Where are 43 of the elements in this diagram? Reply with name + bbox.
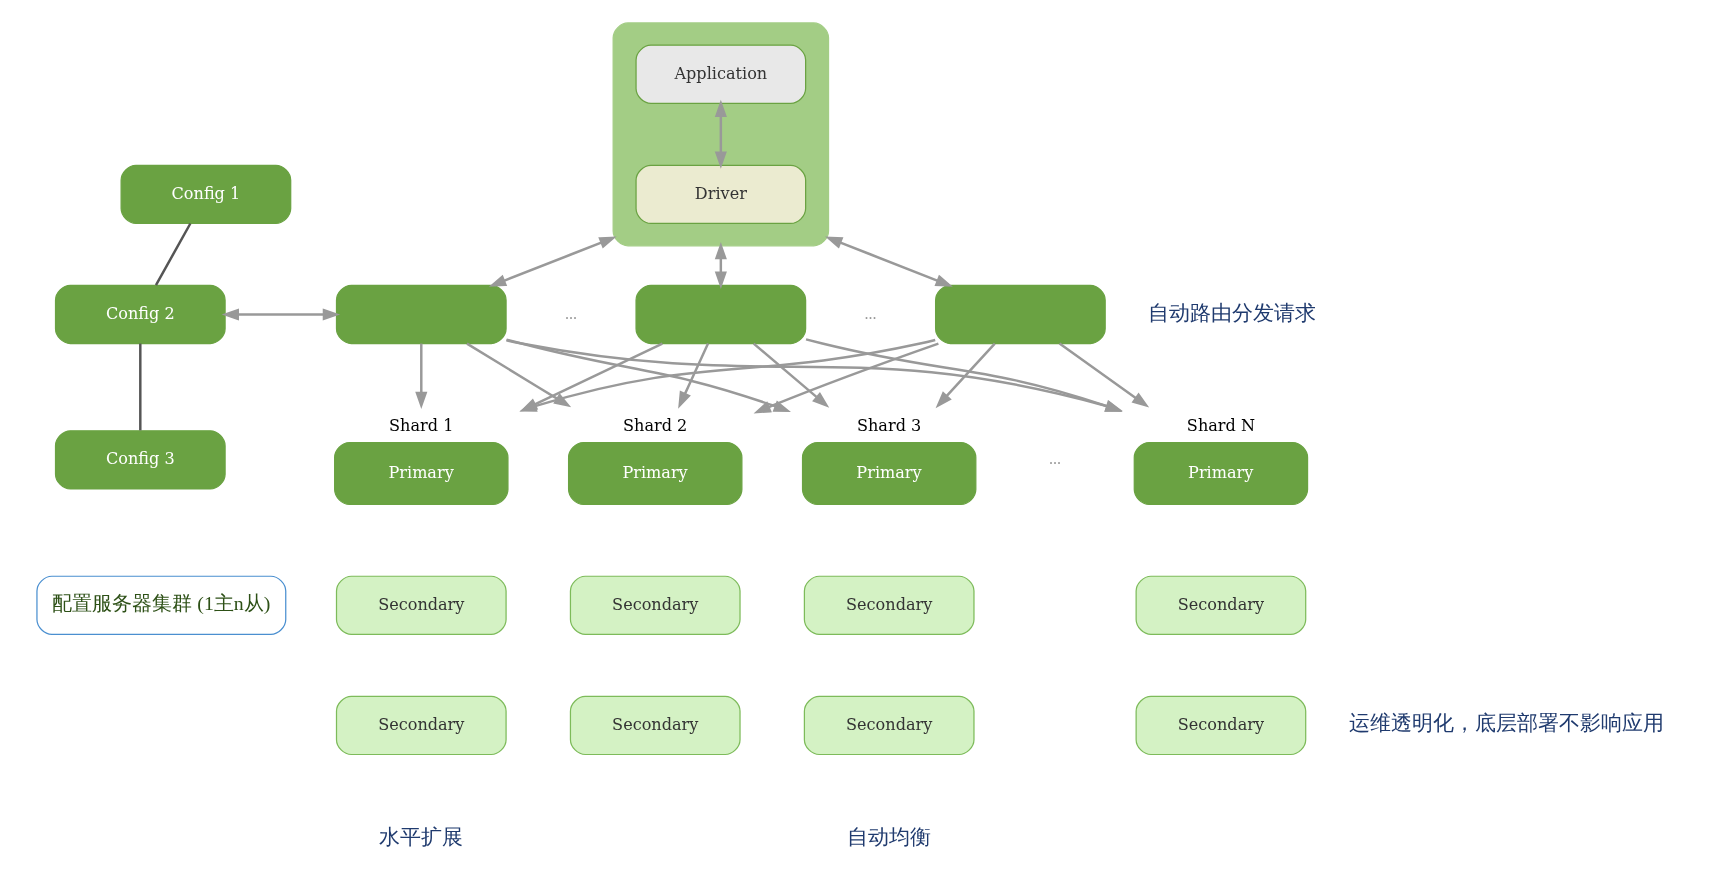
node-label: Shard 3 <box>856 415 921 435</box>
node-box: Config 1 <box>120 164 291 225</box>
node-box: Config 3 <box>54 430 226 490</box>
node-box: Secondary <box>1135 575 1306 636</box>
arrow <box>414 343 427 410</box>
arrow <box>714 242 727 289</box>
arrow <box>714 99 727 169</box>
connector <box>154 222 191 286</box>
label: ... <box>564 304 577 322</box>
node-box: Driver <box>634 164 806 225</box>
node-box: Secondary <box>335 575 507 636</box>
node-box: Application <box>634 44 806 105</box>
node-box: Secondary <box>569 575 741 636</box>
node-label: Shard N <box>1186 415 1255 435</box>
label: 自动路由分发请求 <box>1147 300 1316 325</box>
arrow <box>677 343 709 409</box>
node-label: Shard 2 <box>622 415 687 435</box>
arrow <box>824 236 953 287</box>
label: ... <box>864 304 877 322</box>
arrow <box>221 308 340 321</box>
node-box: Config 2 <box>54 284 226 345</box>
label: 自动均衡 <box>846 824 931 849</box>
node-box: Secondary <box>803 695 975 756</box>
arrow <box>752 342 829 408</box>
arrow <box>1058 342 1149 408</box>
arrow <box>805 338 1123 412</box>
node-box: Secondary <box>1135 695 1306 756</box>
label: ... <box>1048 450 1061 468</box>
node-box: Secondary <box>335 695 507 756</box>
arrow <box>935 342 996 409</box>
node-box <box>934 284 1106 345</box>
connector <box>138 343 142 431</box>
arrow <box>488 236 617 287</box>
node-box <box>634 284 806 345</box>
node-box <box>335 284 507 345</box>
arrow <box>753 342 939 414</box>
cluster <box>612 22 829 247</box>
node-box: Secondary <box>803 575 975 636</box>
node-label: Shard 1 <box>388 415 453 435</box>
node-box: Secondary <box>569 695 741 756</box>
node-box: 配置服务器集群 (1主n从) <box>35 575 286 636</box>
label: 运维透明化，底层部署不影响应用 <box>1348 711 1664 736</box>
label: 水平扩展 <box>378 824 463 849</box>
